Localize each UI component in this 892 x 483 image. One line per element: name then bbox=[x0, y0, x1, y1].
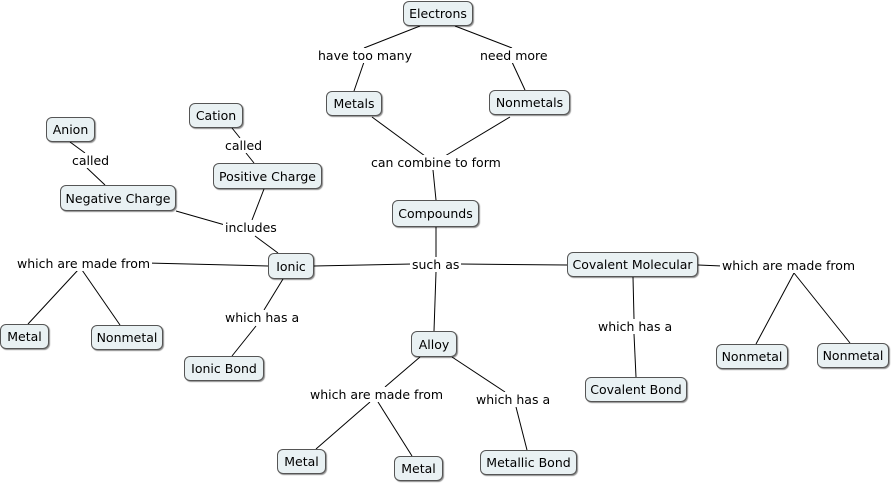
edge-made-from-metal-alloy1 bbox=[315, 401, 371, 450]
link-can-combine-to-form: can combine to form bbox=[369, 155, 503, 170]
edge-have-too-many-metals bbox=[353, 61, 365, 92]
link-called-cation: called bbox=[223, 138, 265, 153]
edge-made-from-metal-alloy2 bbox=[377, 401, 413, 457]
link-which-has-a-ionic: which has a bbox=[223, 310, 302, 325]
link-includes: includes bbox=[223, 220, 279, 235]
edge-metals-combine bbox=[371, 116, 426, 157]
node-nonmetal-left[interactable]: Nonmetal bbox=[91, 325, 163, 350]
node-covalent-molecular[interactable]: Covalent Molecular bbox=[567, 252, 698, 277]
node-negative-charge[interactable]: Negative Charge bbox=[60, 185, 176, 211]
node-metallic-bond[interactable]: Metallic Bond bbox=[480, 450, 577, 475]
edge-negative-charge-includes bbox=[175, 210, 226, 226]
edge-made-from-metal bbox=[27, 269, 79, 325]
node-ionic-bond[interactable]: Ionic Bond bbox=[184, 356, 264, 381]
edge-nonmetals-combine bbox=[444, 116, 511, 157]
node-covalent-bond[interactable]: Covalent Bond bbox=[585, 377, 687, 402]
link-need-more: need more bbox=[478, 48, 550, 63]
node-electrons[interactable]: Electrons bbox=[403, 1, 473, 26]
link-which-are-made-from-alloy: which are made from bbox=[308, 387, 446, 402]
link-which-has-a-covalent: which has a bbox=[596, 319, 675, 334]
link-which-has-a-alloy: which has a bbox=[474, 392, 553, 407]
edge-covalent-made-from bbox=[697, 264, 723, 267]
edge-which-has-covalent-bond bbox=[633, 333, 637, 378]
edge-such-as-covalent bbox=[459, 263, 568, 266]
edge-such-as-alloy bbox=[433, 271, 437, 332]
edge-called-positive-charge bbox=[245, 152, 255, 164]
edge-combine-compounds bbox=[432, 169, 437, 201]
node-metals[interactable]: Metals bbox=[326, 91, 382, 116]
edge-made-from-nonmetal-right2 bbox=[793, 272, 851, 344]
edge-ionic-made-from bbox=[146, 262, 269, 267]
node-nonmetal-right-2[interactable]: Nonmetal bbox=[817, 343, 889, 368]
edge-positive-charge-includes bbox=[251, 188, 265, 221]
edge-anion-called bbox=[69, 141, 86, 154]
node-anion[interactable]: Anion bbox=[46, 117, 95, 142]
edge-need-more-nonmetals bbox=[511, 61, 526, 91]
edge-alloy-made-from bbox=[384, 356, 421, 388]
edge-made-from-nonmetal-right1 bbox=[755, 272, 795, 345]
edge-cation-called bbox=[231, 127, 241, 139]
edge-which-has-ionic-bond bbox=[231, 325, 257, 357]
edge-electrons-need-more bbox=[454, 25, 513, 49]
node-metal-alloy-1[interactable]: Metal bbox=[277, 449, 326, 474]
node-alloy[interactable]: Alloy bbox=[411, 331, 457, 357]
link-have-too-many: have too many bbox=[316, 48, 414, 63]
edge-which-has-metallic-bond bbox=[515, 406, 528, 451]
edge-alloy-which-has bbox=[451, 356, 506, 393]
link-which-are-made-from-covalent: which are made from bbox=[720, 258, 858, 273]
edge-called-negative-charge bbox=[86, 167, 106, 186]
node-cation[interactable]: Cation bbox=[189, 103, 243, 128]
node-metal-left[interactable]: Metal bbox=[0, 324, 49, 349]
edge-made-from-nonmetal bbox=[81, 269, 121, 326]
node-nonmetal-right-1[interactable]: Nonmetal bbox=[716, 344, 788, 369]
edge-ionic-which-has bbox=[263, 278, 284, 311]
edge-covalent-which-has bbox=[632, 276, 635, 320]
edge-includes-ionic bbox=[254, 235, 279, 254]
node-nonmetals[interactable]: Nonmetals bbox=[489, 90, 570, 115]
link-which-are-made-from-ionic: which are made from bbox=[15, 256, 153, 271]
node-ionic[interactable]: Ionic bbox=[268, 253, 314, 279]
node-metal-alloy-2[interactable]: Metal bbox=[394, 456, 443, 481]
link-called-anion: called bbox=[70, 153, 112, 168]
node-positive-charge[interactable]: Positive Charge bbox=[213, 163, 322, 189]
edge-electrons-have-too-many bbox=[363, 25, 421, 49]
node-compounds[interactable]: Compounds bbox=[392, 200, 479, 227]
edge-ionic-such-as bbox=[313, 263, 413, 267]
link-such-as: such as bbox=[410, 257, 462, 272]
